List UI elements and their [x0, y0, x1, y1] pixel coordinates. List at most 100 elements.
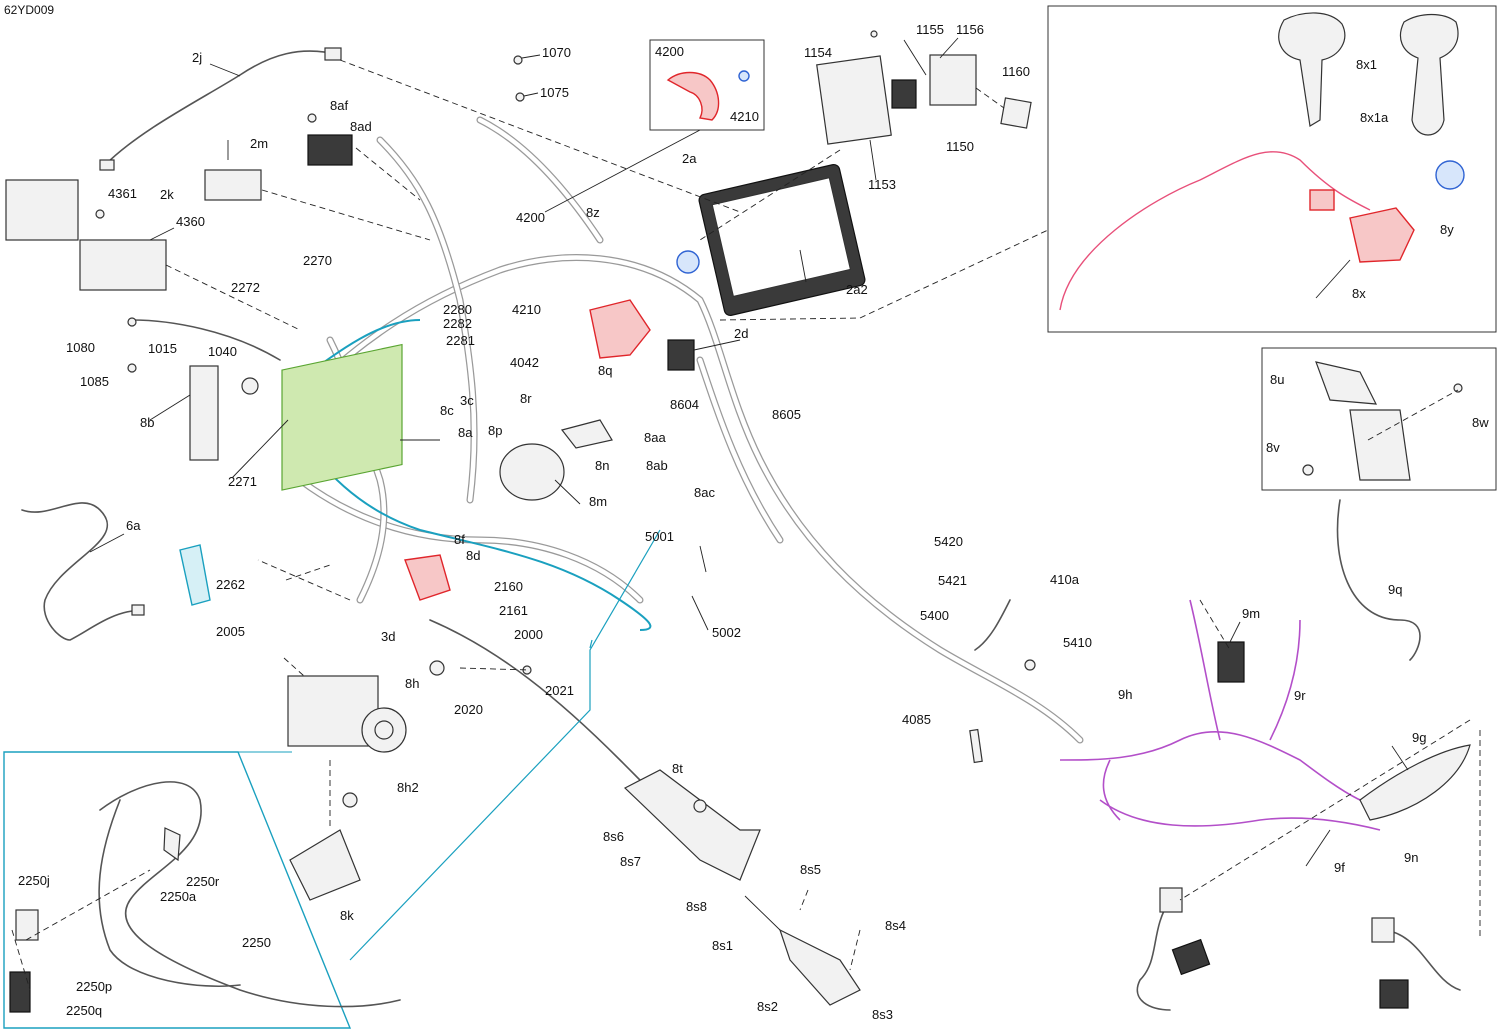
label-8q: 8q [598, 363, 612, 378]
label-8c: 8c [440, 403, 454, 418]
label-5001: 5001 [645, 529, 674, 544]
main-wiring-harness [289, 116, 1084, 851]
harness-2250 [99, 781, 401, 1008]
label-1155: 1155 [916, 22, 944, 37]
label-1040: 1040 [208, 344, 237, 359]
harness-8x [1059, 151, 1371, 311]
label-1160: 1160 [1002, 64, 1030, 79]
label-1154: 1154 [804, 45, 832, 60]
label-2272: 2272 [231, 280, 260, 295]
washer-5410 [1024, 659, 1036, 671]
label-8s6: 8s6 [603, 829, 624, 844]
label-9g: 9g [1412, 730, 1426, 745]
label-2j: 2j [192, 50, 202, 65]
label-8x: 8x [1352, 286, 1366, 301]
label-1075: 1075 [540, 85, 569, 100]
grommet-8h2 [342, 792, 358, 808]
connector-1155 [891, 79, 917, 109]
label-8n: 8n [595, 458, 609, 473]
label-2250: 2250 [242, 935, 271, 950]
socket-9m [1217, 641, 1245, 683]
cable-9q [1336, 499, 1421, 661]
label-8y: 8y [1440, 222, 1454, 237]
grommet-1040 [241, 377, 259, 395]
housing-1153 [816, 55, 892, 145]
gearbox-8u [1349, 409, 1411, 481]
label-2d: 2d [734, 326, 748, 341]
label-2281: 2281 [446, 333, 475, 348]
callout-line-2000 [349, 529, 661, 961]
connector-lower-right-b [1371, 917, 1395, 943]
tail-light-9f [1359, 744, 1471, 821]
relay-8d [404, 554, 451, 601]
screw-4361 [95, 209, 105, 219]
label-4210: 4210 [512, 302, 541, 317]
clip-2250r [163, 827, 181, 862]
key-8x1a [1399, 13, 1459, 136]
ground-5400 [974, 599, 1011, 651]
label-1150: 1150 [946, 139, 974, 154]
label-9h: 9h [1118, 687, 1132, 702]
label-8p: 8p [488, 423, 502, 438]
label-8m: 8m [589, 494, 607, 509]
label-9m: 9m [1242, 606, 1260, 621]
label-8u: 8u [1270, 372, 1284, 387]
horn-8m [499, 443, 565, 501]
label-8d: 8d [466, 548, 480, 563]
label-8x1: 8x1 [1356, 57, 1377, 72]
label-2262: 2262 [216, 577, 245, 592]
label-4085: 4085 [902, 712, 931, 727]
label-8t: 8t [672, 761, 683, 776]
connector-2j-b [324, 47, 342, 61]
bracket-8b [189, 365, 219, 461]
connector-lower-right-a [1159, 887, 1183, 913]
bracket-8k [289, 829, 361, 901]
harness-2j [104, 50, 341, 166]
screw-1154 [870, 30, 878, 38]
bracket-8n [560, 419, 613, 449]
label-8s8: 8s8 [686, 899, 707, 914]
label-8b: 8b [140, 415, 154, 430]
label-2160: 2160 [494, 579, 523, 594]
display-2a2 [698, 163, 866, 317]
fastener-1075 [515, 92, 525, 102]
label-8ab: 8ab [646, 458, 668, 473]
actuator-8s2 [778, 928, 861, 1006]
bracket-2250q [9, 971, 31, 1013]
label-4200: 4200 [516, 210, 545, 225]
connector-2250j [15, 909, 39, 941]
label-9r: 9r [1294, 688, 1306, 703]
label-8s1: 8s1 [712, 938, 733, 953]
bezel-8y-assembly [676, 250, 700, 274]
label-2250j: 2250j [18, 873, 50, 888]
label-1080: 1080 [66, 340, 95, 355]
label-410a: 410a [1050, 572, 1080, 587]
label-5420: 5420 [934, 534, 963, 549]
connector-6a [131, 604, 145, 616]
label-2m: 2m [250, 136, 268, 151]
key-switch-8x-assembly [589, 299, 651, 359]
nut-2020 [429, 660, 445, 676]
inset-4200 [649, 39, 765, 131]
label-9f: 9f [1334, 860, 1345, 875]
label-8x1a: 8x1a [1360, 110, 1389, 125]
bracket-2262 [179, 544, 211, 606]
label-8aa: 8aa [644, 430, 666, 445]
label-8605: 8605 [772, 407, 801, 422]
label-8s4: 8s4 [885, 918, 906, 933]
fastener-1070 [513, 55, 523, 65]
clip-4210 [738, 70, 750, 82]
label-2250a: 2250a [160, 889, 197, 904]
label-2020: 2020 [454, 702, 483, 717]
bezel-8y [1435, 160, 1465, 190]
label-8604: 8604 [670, 397, 699, 412]
label-4042: 4042 [510, 355, 539, 370]
label-1015: 1015 [148, 341, 177, 356]
label-8v: 8v [1266, 440, 1280, 455]
fuse-box-4360 [79, 239, 167, 291]
callout-labels: 2j 1070 1075 4200 4210 1154 1155 1156 11… [18, 22, 1489, 1022]
label-8s3: 8s3 [872, 1007, 893, 1022]
module-1150 [929, 54, 977, 106]
label-1070: 1070 [542, 45, 571, 60]
label-5410: 5410 [1063, 635, 1092, 650]
